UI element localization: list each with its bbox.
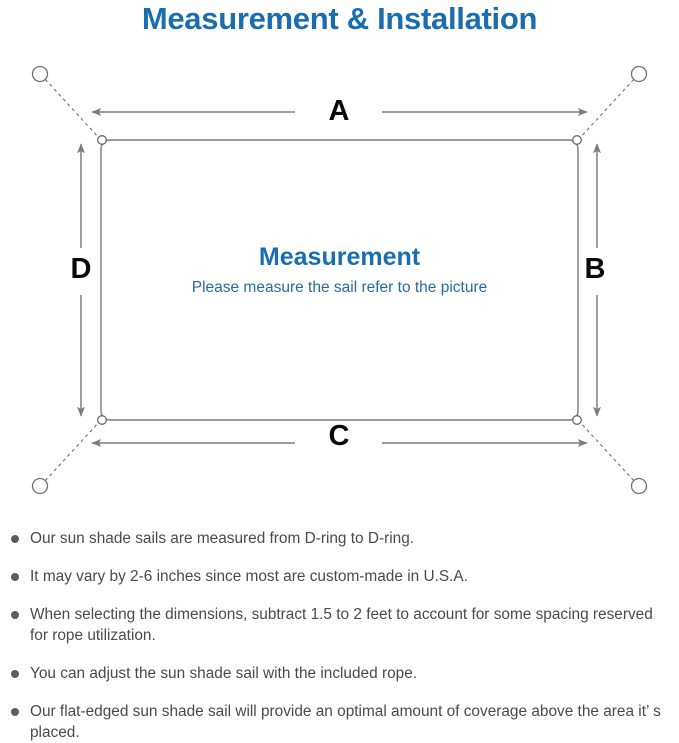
bullet-icon bbox=[11, 670, 19, 678]
bullet-icon bbox=[11, 708, 19, 716]
dimension-label-d: D bbox=[70, 253, 92, 285]
list-item-text: Our flat-edged sun shade sail will provi… bbox=[30, 703, 661, 741]
bullet-icon bbox=[11, 611, 19, 619]
list-item-text: It may vary by 2-6 inches since most are… bbox=[30, 568, 468, 585]
list-item-text: When selecting the dimensions, subtract … bbox=[30, 606, 653, 644]
sail-measurement-diagram: A B C D Measurement Please measure the s… bbox=[0, 50, 679, 520]
d-ring-bottom-right bbox=[572, 415, 582, 425]
tie-rope-bottom-left bbox=[43, 419, 102, 483]
d-ring-top-right bbox=[572, 135, 582, 145]
anchor-post-bottom-right bbox=[630, 477, 648, 495]
list-item: When selecting the dimensions, subtract … bbox=[0, 604, 679, 646]
bullet-icon bbox=[11, 573, 19, 581]
d-ring-bottom-left bbox=[97, 415, 107, 425]
tie-rope-top-right bbox=[577, 77, 636, 141]
d-rings bbox=[97, 135, 582, 425]
anchor-post-bottom-left bbox=[31, 477, 49, 495]
anchor-post-top-right bbox=[630, 65, 648, 83]
page-title: Measurement & Installation bbox=[141, 1, 538, 36]
dimension-label-c: C bbox=[328, 420, 350, 452]
notes-list: Our sun shade sails are measured from D-… bbox=[0, 528, 679, 743]
list-item: Our sun shade sails are measured from D-… bbox=[0, 528, 679, 549]
dimension-label-a: A bbox=[328, 95, 350, 127]
d-ring-top-left bbox=[97, 135, 107, 145]
anchor-post-top-left bbox=[31, 65, 49, 83]
tie-rope-bottom-right bbox=[577, 419, 636, 483]
diagram-svg bbox=[31, 65, 648, 495]
dimension-label-b: B bbox=[584, 253, 606, 285]
measurement-subtext: Please measure the sail refer to the pic… bbox=[191, 279, 488, 296]
bullet-icon bbox=[11, 535, 19, 543]
list-item: You can adjust the sun shade sail with t… bbox=[0, 663, 679, 684]
tie-rope-lines bbox=[43, 77, 636, 483]
anchor-posts bbox=[31, 65, 648, 495]
list-item-text: You can adjust the sun shade sail with t… bbox=[30, 665, 418, 682]
shade-sail-body bbox=[100, 139, 579, 421]
list-item: It may vary by 2-6 inches since most are… bbox=[0, 566, 679, 587]
tie-rope-top-left bbox=[43, 77, 102, 141]
measurement-heading: Measurement bbox=[258, 243, 421, 271]
list-item-text: Our sun shade sails are measured from D-… bbox=[30, 530, 415, 547]
list-item: Our flat-edged sun shade sail will provi… bbox=[0, 701, 679, 743]
